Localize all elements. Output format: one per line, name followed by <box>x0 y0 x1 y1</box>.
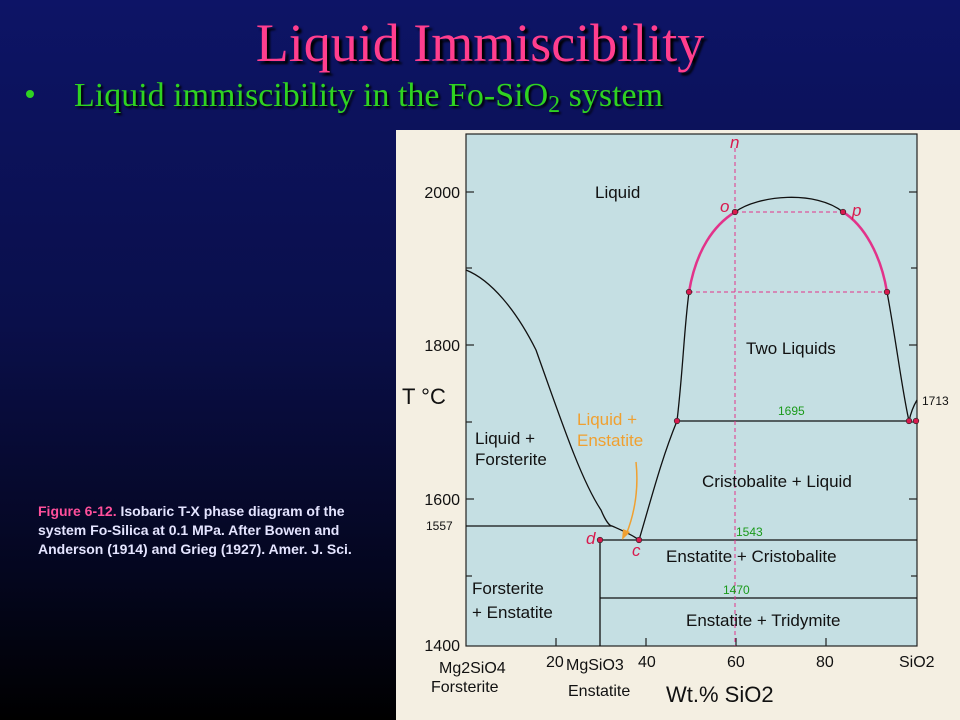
bullet-dot <box>26 90 34 99</box>
region-forsterite-enstatite-2: + Enstatite <box>472 603 553 622</box>
x-axis-label: Wt.% SiO2 <box>666 682 774 707</box>
tie-lines <box>689 148 887 646</box>
region-liquid: Liquid <box>595 183 640 202</box>
x-end-mid-name: Enstatite <box>568 683 630 700</box>
x-end-left-name: Forsterite <box>431 679 499 696</box>
region-liquid-forsterite-1: Liquid + <box>475 429 535 448</box>
isotherm-label-1543: 1543 <box>736 525 763 539</box>
bullet-text: Liquid immiscibility in the Fo-SiO <box>74 77 549 114</box>
region-liquid-enstatite-1: Liquid + <box>577 410 637 429</box>
region-enstatite-cristobalite: Enstatite + Cristobalite <box>666 547 837 566</box>
region-liquid-enstatite-2: Enstatite <box>577 431 643 450</box>
liquidus-forsterite <box>465 269 640 541</box>
x-tick-40: 40 <box>638 654 656 671</box>
isotherm-label-1557: 1557 <box>426 519 453 533</box>
isotherm-label-1695: 1695 <box>778 404 805 418</box>
region-enstatite-tridymite: Enstatite + Tridymite <box>686 611 840 630</box>
x-end-left-formula: Mg2SiO4 <box>439 660 506 677</box>
point-label-p: p <box>851 201 861 220</box>
slide-title: Liquid Immiscibility <box>255 13 705 73</box>
bullet-line: Liquid immiscibility in the Fo-SiO2 syst… <box>26 76 663 120</box>
enstatite-arrow <box>625 461 638 536</box>
point-label-c: c <box>632 541 641 560</box>
solvus-curve <box>687 210 889 293</box>
solvus-top <box>734 196 844 213</box>
region-cristobalite-liquid: Cristobalite + Liquid <box>702 472 852 491</box>
region-two-liquids: Two Liquids <box>746 339 836 358</box>
point-label-o: o <box>720 197 729 216</box>
x-tick-80: 80 <box>816 654 834 671</box>
region-liquid-forsterite-2: Forsterite <box>475 450 547 469</box>
x-end-mid-formula: MgSiO3 <box>566 657 624 674</box>
y-axis-label: T °C <box>402 384 446 409</box>
caption-text: Isobaric T-X phase diagram of the system… <box>38 503 352 557</box>
caption-label: Figure 6-12. <box>38 503 117 519</box>
phase-diagram: 2000 1800 1600 1400 1557 T °C Mg2SiO4 Fo… <box>396 130 960 720</box>
bullet-subscript: 2 <box>548 92 561 118</box>
x-tick-20: 20 <box>546 654 564 671</box>
x-end-right-formula: SiO2 <box>899 654 935 671</box>
y-tick-1800: 1800 <box>424 338 460 355</box>
isotherm-label-1713: 1713 <box>922 394 949 408</box>
plot-area <box>465 133 918 647</box>
enstatite-arrowhead <box>622 529 630 540</box>
x-tick-60: 60 <box>727 654 745 671</box>
region-forsterite-enstatite-1: Forsterite <box>472 579 544 598</box>
y-tick-1400: 1400 <box>424 638 460 655</box>
bullet-text-end: system <box>560 77 664 114</box>
point-label-n: n <box>730 133 739 152</box>
y-tick-1600: 1600 <box>424 492 460 509</box>
invariant-points <box>596 208 920 544</box>
y-tick-2000: 2000 <box>424 185 460 202</box>
figure-caption: Figure 6-12. Isobaric T-X phase diagram … <box>38 502 358 559</box>
liquidus-cristobalite-right <box>886 291 918 422</box>
isotherm-label-1470: 1470 <box>723 583 750 597</box>
point-label-d: d <box>586 529 596 548</box>
